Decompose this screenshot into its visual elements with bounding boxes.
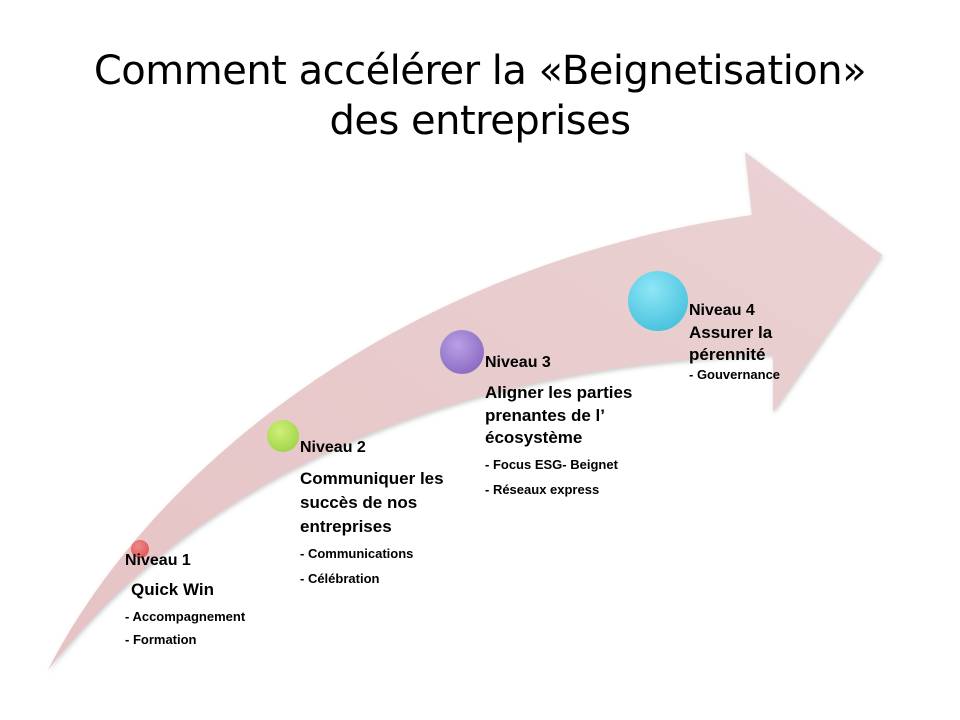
level-4-dot: [628, 271, 688, 331]
level-2-dot: [267, 420, 299, 452]
level-item: - Réseaux express: [485, 481, 600, 497]
level-3-dot: [440, 330, 484, 374]
level-name: Niveau 4: [689, 302, 755, 319]
level-item: - Communications: [300, 546, 414, 561]
level-item: - Accompagnement: [125, 609, 246, 624]
level-heading: Quick Win: [131, 580, 214, 599]
level-1-dot: [131, 540, 149, 558]
level-3: Niveau 3 Aligner les parties prenantes d…: [485, 352, 635, 503]
level-heading: Aligner les parties prenantes de l’ écos…: [485, 383, 633, 447]
level-item: - Formation: [125, 632, 197, 647]
level-item: - Célébration: [300, 571, 380, 586]
slide-title: Comment accélérer la «Beignetisation» de…: [93, 48, 867, 144]
level-4: Niveau 4 Assurer la pérennité - Gouverna…: [689, 300, 799, 384]
level-name: Niveau 2: [300, 439, 366, 456]
level-item: - Gouvernance: [689, 367, 781, 382]
level-heading: Assurer la pérennité: [689, 323, 773, 364]
level-1: Niveau 1 Quick Win - Accompagnement - Fo…: [125, 550, 285, 651]
level-item: - Focus ESG- Beignet: [485, 456, 618, 472]
level-name: Niveau 1: [125, 552, 191, 569]
level-name: Niveau 3: [485, 354, 551, 371]
level-2: Niveau 2 Communiquer les succès de nos e…: [300, 437, 470, 592]
level-heading: Communiquer les succès de nos entreprise…: [300, 469, 444, 536]
